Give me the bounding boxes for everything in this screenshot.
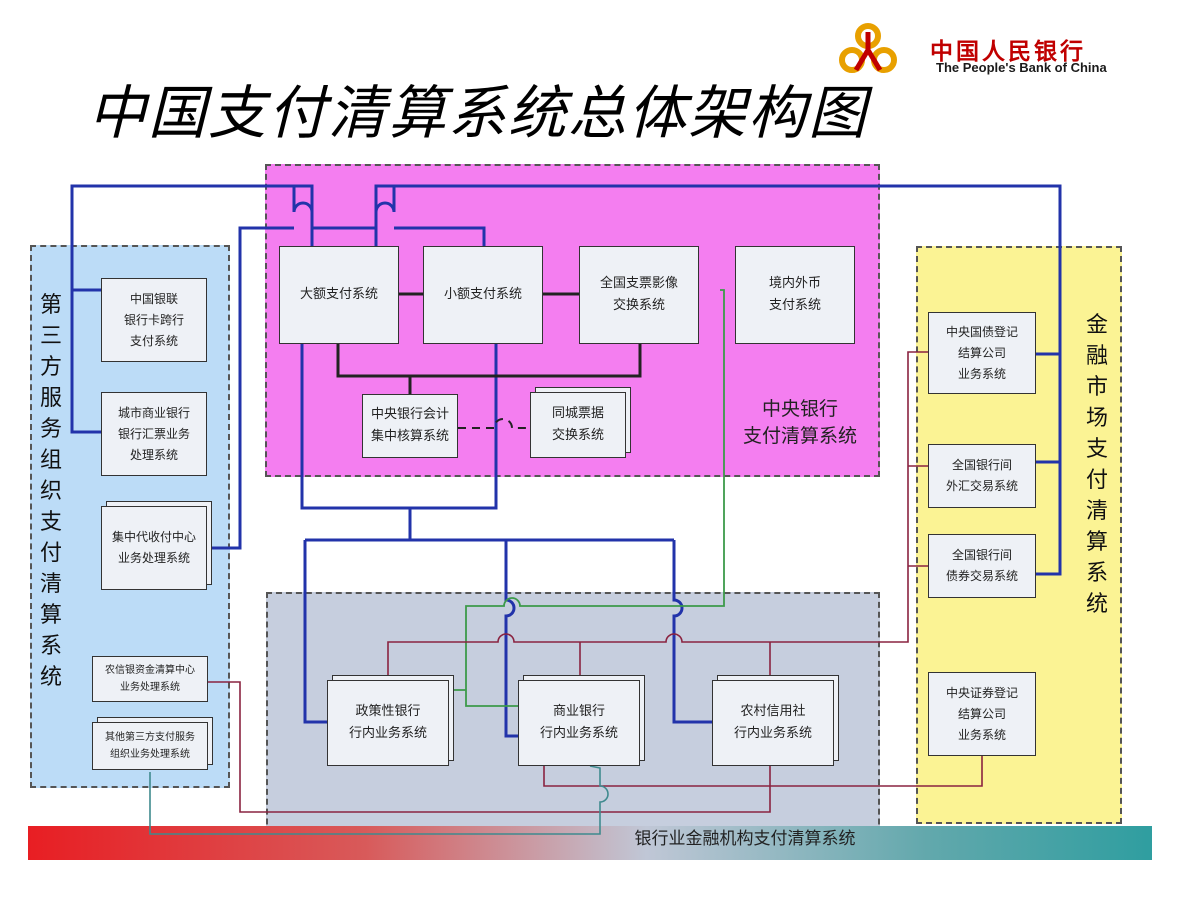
pboc-emblem-icon <box>839 23 897 73</box>
box-policy-bank[interactable]: 政策性银行 行内业务系统 <box>327 680 449 766</box>
box-beps[interactable]: 小额支付系统 <box>423 246 543 344</box>
box-hvps[interactable]: 大额支付系统 <box>279 246 399 344</box>
box-rural-center[interactable]: 集中代收付中心 业务处理系统 <box>101 506 207 590</box>
label-third-party: 第三方服务组织支付清算系统 <box>39 293 62 690</box>
label-financial-market: 金融市场支付清算系统 <box>1085 313 1108 617</box>
box-fx[interactable]: 境内外币 支付系统 <box>735 246 855 344</box>
box-commercial-bank[interactable]: 商业银行 行内业务系统 <box>518 680 640 766</box>
page-title: 中国支付清算系统总体架构图 <box>88 79 869 147</box>
label-central-bank: 中央银行 支付清算系统 <box>742 398 857 447</box>
box-accounting[interactable]: 中央银行会计 集中核算系统 <box>362 394 458 458</box>
logo-english-text: The People's Bank of China <box>936 60 1107 75</box>
box-unionpay[interactable]: 中国银联 银行卡跨行 支付系统 <box>101 278 207 362</box>
label-banking: 银行业金融机构支付清算系统 <box>634 829 856 849</box>
box-other-third[interactable]: 其他第三方支付服务 组织业务处理系统 <box>92 722 208 770</box>
logo-chinese-text: 中国人民银行 <box>930 38 1086 65</box>
box-clearing[interactable]: 同城票据 交换系统 <box>530 392 626 458</box>
box-city-bank[interactable]: 城市商业银行 银行汇票业务 处理系统 <box>101 392 207 476</box>
box-rural-credit[interactable]: 农村信用社 行内业务系统 <box>712 680 834 766</box>
box-ccdc[interactable]: 中央国债登记 结算公司 业务系统 <box>928 312 1036 394</box>
box-cis[interactable]: 全国支票影像 交换系统 <box>579 246 699 344</box>
box-cfets-fx[interactable]: 全国银行间 外汇交易系统 <box>928 444 1036 508</box>
box-rural-clearing[interactable]: 农信银资金清算中心 业务处理系统 <box>92 656 208 702</box>
bottom-gradient-bar <box>28 826 1152 860</box>
box-csdc[interactable]: 中央证券登记 结算公司 业务系统 <box>928 672 1036 756</box>
box-cfets-bond[interactable]: 全国银行间 债券交易系统 <box>928 534 1036 598</box>
